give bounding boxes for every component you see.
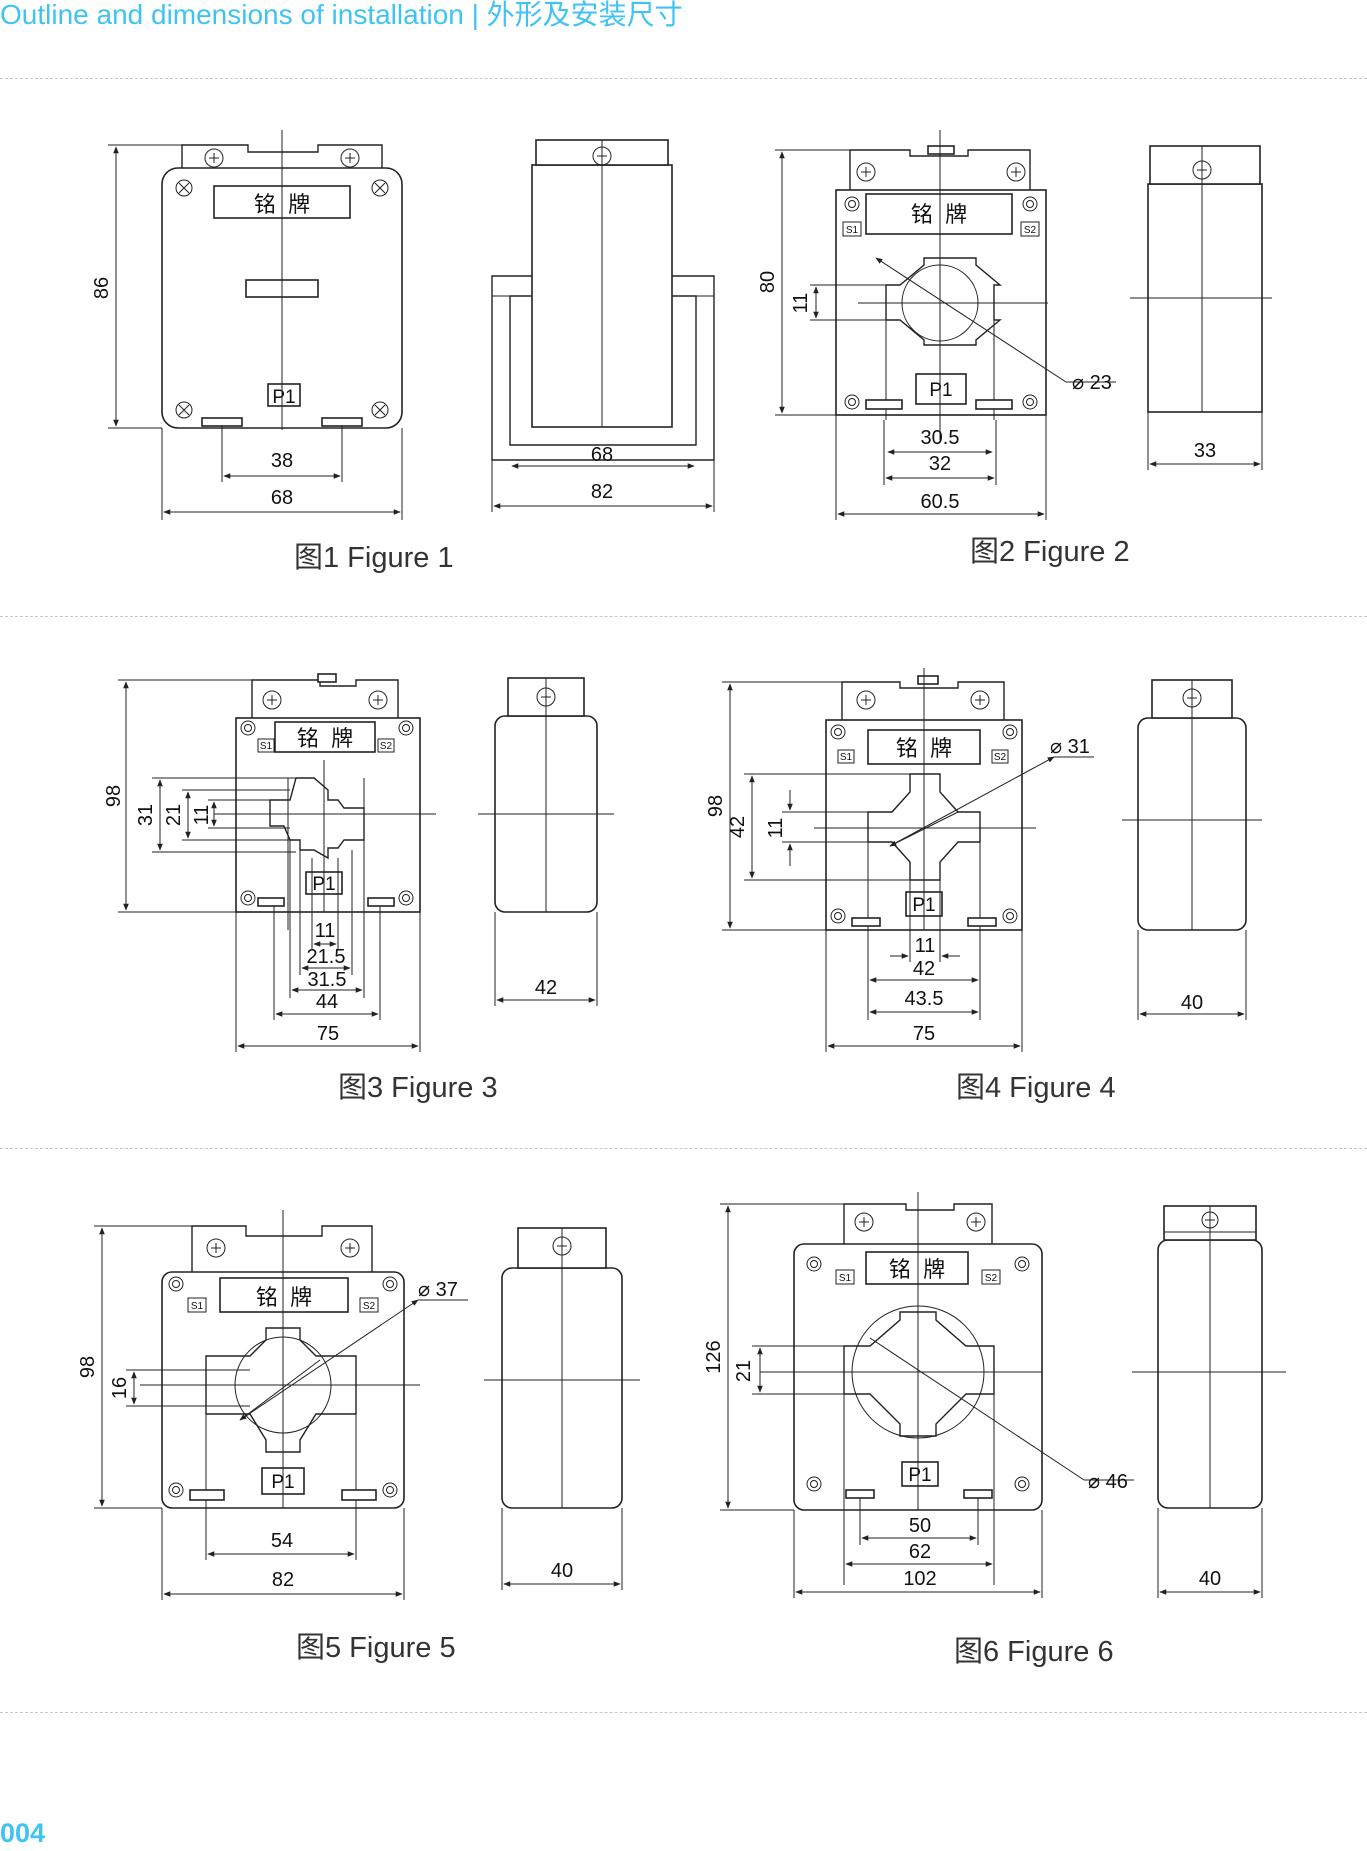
fig6-p1: P1 [908, 1465, 931, 1486]
figure-4-caption: 图4 Figure 4 [956, 1072, 1116, 1104]
fig2-dim-window-diameter: ⌀ 23 [1072, 372, 1112, 394]
fig6-dim-height: 126 [703, 1340, 725, 1373]
fig2-p1: P1 [929, 380, 952, 401]
fig4-dim-window-h2: 11 [765, 818, 787, 839]
fig3-dim-window-w1: 11 [315, 920, 336, 942]
figure-6-caption: 图6 Figure 6 [954, 1636, 1114, 1668]
fig3-dim-window-w2: 21.5 [307, 946, 346, 968]
fig4-dim-width: 75 [913, 1023, 935, 1045]
fig6-nameplate: 铭 牌 [889, 1257, 945, 1282]
fig2-dim-window-height: 11 [790, 293, 812, 314]
fig4-dim-window-h1: 42 [727, 816, 749, 838]
fig4-dim-window-w1: 11 [915, 935, 936, 957]
fig3-dim-depth: 42 [535, 977, 557, 999]
figure-6-front-view: 铭 牌 S1 S2 P1 126 21 ⌀ 46 50 62 10 [703, 1192, 1134, 1598]
separator-2 [0, 1148, 1367, 1149]
separator-3 [0, 1712, 1367, 1713]
fig1-dim-width: 68 [271, 487, 293, 509]
fig3-dim-window-w3: 31.5 [308, 969, 347, 991]
fig5-dim-width: 82 [272, 1569, 294, 1591]
fig3-dim-mount: 44 [316, 991, 338, 1013]
fig6-dim-window-diameter: ⌀ 46 [1088, 1471, 1128, 1493]
fig6-dim-window-w2: 62 [909, 1541, 931, 1563]
fig4-dim-depth: 40 [1181, 992, 1203, 1014]
figure-3-front-view: 铭 牌 S1 S2 P1 98 31 21 11 11 [103, 673, 436, 1052]
figure-3-caption: 图3 Figure 3 [338, 1072, 498, 1104]
fig1-dim-side-inner: 68 [591, 444, 613, 466]
figure-2-front-view: 铭 牌 S1 S2 P1 80 11 ⌀ 23 30.5 32 6 [757, 130, 1116, 520]
fig5-nameplate: 铭 牌 [256, 1285, 312, 1310]
fig5-s2: S2 [363, 1301, 376, 1312]
fig2-s2: S2 [1024, 225, 1037, 236]
fig5-dim-window-height: 16 [109, 1377, 131, 1399]
figure-6-side-view: 40 [1132, 1205, 1286, 1598]
figure-1-side-view: 68 82 [491, 139, 715, 512]
fig6-dim-window-w1: 50 [909, 1515, 931, 1537]
figure-2-side-view: 33 [1130, 145, 1272, 470]
fig4-dim-window-w2: 42 [913, 958, 935, 980]
fig4-s1: S1 [840, 752, 853, 763]
figure-1-front-view: 铭 牌 P1 86 38 68 [91, 130, 403, 520]
separator-1 [0, 616, 1367, 617]
figure-4-side-view: 40 [1122, 679, 1262, 1020]
fig6-dim-window-height: 21 [733, 1360, 755, 1382]
fig1-dim-side-outer: 82 [591, 481, 613, 503]
page-number: 004 [0, 1818, 46, 1848]
separator-top [0, 78, 1367, 79]
fig5-dim-height: 98 [77, 1356, 99, 1378]
fig6-dim-depth: 40 [1199, 1568, 1221, 1590]
fig6-s1: S1 [839, 1273, 852, 1284]
fig5-dim-mount: 54 [271, 1530, 293, 1552]
figure-5-caption: 图5 Figure 5 [296, 1632, 456, 1664]
fig4-dim-window-w3: 43.5 [905, 988, 944, 1010]
fig2-dim-depth: 33 [1194, 440, 1216, 462]
fig2-dim-window-width-b: 32 [929, 453, 951, 475]
fig3-dim-height: 98 [103, 785, 125, 807]
figure-1-caption: 图1 Figure 1 [294, 542, 454, 574]
fig2-nameplate: 铭 牌 [911, 202, 967, 227]
fig6-dim-width: 102 [903, 1568, 936, 1590]
fig5-dim-window-diameter: ⌀ 37 [418, 1279, 458, 1301]
fig1-dim-height: 86 [91, 277, 113, 299]
fig4-dim-height: 98 [705, 795, 727, 817]
fig6-s2: S2 [985, 1273, 998, 1284]
fig3-dim-window-h3: 11 [191, 805, 213, 826]
fig3-s2: S2 [380, 741, 393, 752]
fig2-dim-height: 80 [757, 271, 779, 293]
fig2-dim-width: 60.5 [921, 491, 960, 513]
header-title: Outline and dimensions of installation |… [0, 0, 683, 30]
fig1-dim-mount: 38 [271, 450, 293, 472]
fig3-dim-window-h2: 21 [163, 804, 185, 826]
figure-4-front-view: 铭 牌 S1 S2 P1 98 42 11 ⌀ 31 11 [705, 668, 1094, 1052]
fig1-p1: P1 [272, 387, 295, 408]
figure-3-side-view: 42 [478, 677, 614, 1006]
fig3-dim-width: 75 [317, 1023, 339, 1045]
fig3-nameplate: 铭 牌 [297, 726, 353, 751]
fig5-dim-depth: 40 [551, 1560, 573, 1582]
figure-5-side-view: 40 [484, 1227, 640, 1590]
fig5-s1: S1 [191, 1301, 204, 1312]
fig4-dim-window-diameter: ⌀ 31 [1050, 736, 1090, 758]
figure-2-caption: 图2 Figure 2 [970, 536, 1130, 568]
fig3-dim-window-h1: 31 [135, 804, 157, 826]
fig2-dim-window-width-a: 30.5 [921, 427, 960, 449]
fig3-s1: S1 [260, 741, 273, 752]
fig2-s1: S1 [846, 225, 859, 236]
figure-5-front-view: 铭 牌 S1 S2 P1 98 16 ⌀ 37 54 82 [77, 1210, 468, 1600]
fig4-s2: S2 [994, 752, 1007, 763]
